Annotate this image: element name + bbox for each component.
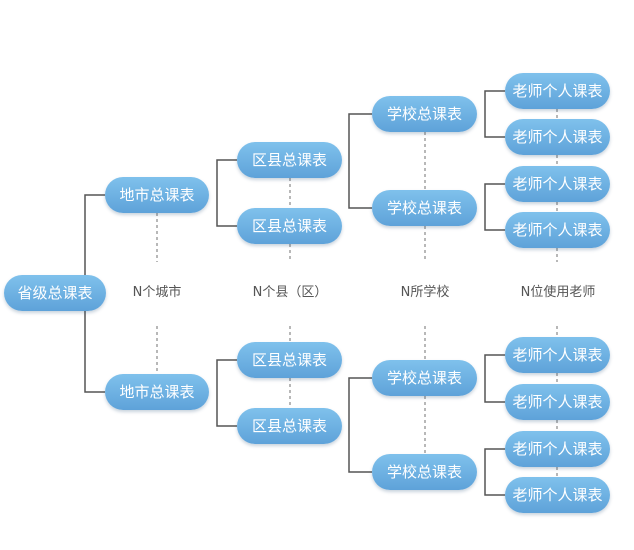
- connector-city2-districts: [216, 359, 237, 427]
- school-node: 学校总课表: [372, 454, 477, 490]
- district-node: 区县总课表: [237, 342, 342, 378]
- teacher-node: 老师个人课表: [505, 166, 610, 202]
- school-node: 学校总课表: [372, 190, 477, 226]
- district-node: 区县总课表: [237, 408, 342, 444]
- teacher-node: 老师个人课表: [505, 431, 610, 467]
- level-label-cities: N个城市: [132, 285, 182, 300]
- connector-district-schools-top: [348, 113, 372, 209]
- dashed-indicators: [156, 109, 558, 477]
- teacher-node: 老师个人课表: [505, 384, 610, 420]
- teacher-node: 老师个人课表: [505, 212, 610, 248]
- teacher-node: 老师个人课表: [505, 337, 610, 373]
- city-node: 地市总课表: [105, 374, 209, 410]
- root-node: 省级总课表: [4, 275, 106, 311]
- connector-school1-teachers: [484, 90, 505, 138]
- connector-city1-districts: [216, 159, 237, 227]
- connector-school3-teachers: [484, 354, 505, 403]
- connector-school2-teachers: [484, 183, 505, 231]
- level-label-teachers: N位使用老师: [520, 285, 596, 300]
- teacher-node: 老师个人课表: [505, 477, 610, 513]
- school-node: 学校总课表: [372, 96, 477, 132]
- level-label-schools: N所学校: [400, 285, 450, 300]
- district-node: 区县总课表: [237, 208, 342, 244]
- teacher-node: 老师个人课表: [505, 73, 610, 109]
- district-node: 区县总课表: [237, 142, 342, 178]
- connector-school4-teachers: [484, 448, 505, 496]
- level-label-districts: N个县（区）: [252, 285, 328, 300]
- connector-district-schools-bottom: [348, 377, 372, 473]
- teacher-node: 老师个人课表: [505, 119, 610, 155]
- school-node: 学校总课表: [372, 360, 477, 396]
- city-node: 地市总课表: [105, 177, 209, 213]
